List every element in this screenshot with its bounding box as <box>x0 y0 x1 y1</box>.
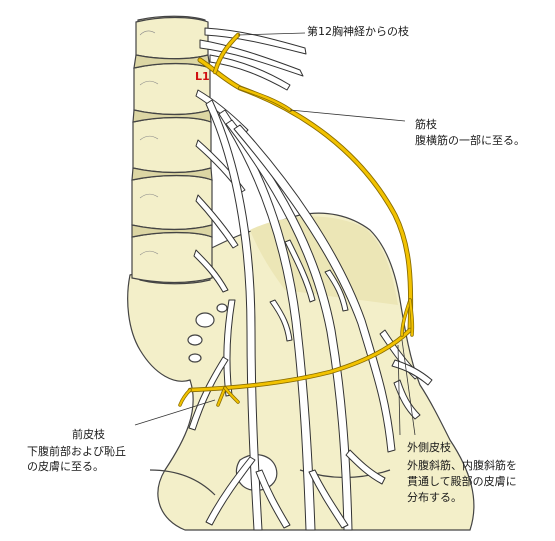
leader-lines <box>134 32 416 436</box>
label-anterior-desc-1: 下腹前部および恥丘 <box>27 445 126 458</box>
white-nerves <box>188 27 433 531</box>
leader-anterior <box>134 399 216 426</box>
leader-muscular <box>289 109 406 122</box>
iliohypogastric-nerve <box>178 32 415 407</box>
vertebral-column <box>131 15 213 285</box>
label-t12-branch: 第12胸神経からの枝 <box>307 25 409 38</box>
leader-lateral-2 <box>397 344 401 436</box>
label-lateral-desc-2: 貫通して殿部の皮膚に <box>407 475 517 488</box>
label-lateral-desc-3: 分布する。 <box>407 491 462 504</box>
label-anterior-cutaneous: 前皮枝 <box>72 428 105 441</box>
label-lateral-desc-1: 外腹斜筋、内腹斜筋を <box>407 459 517 472</box>
label-muscular-branch: 筋枝 <box>415 118 437 131</box>
label-anterior-desc-2: の皮膚に至る。 <box>27 460 104 473</box>
leader-t12 <box>237 32 306 36</box>
label-muscular-desc: 腹横筋の一部に至る。 <box>415 134 525 147</box>
label-lateral-cutaneous: 外側皮枝 <box>407 441 451 454</box>
label-l1: L1 <box>195 70 210 83</box>
leader-lateral-1 <box>401 339 416 436</box>
